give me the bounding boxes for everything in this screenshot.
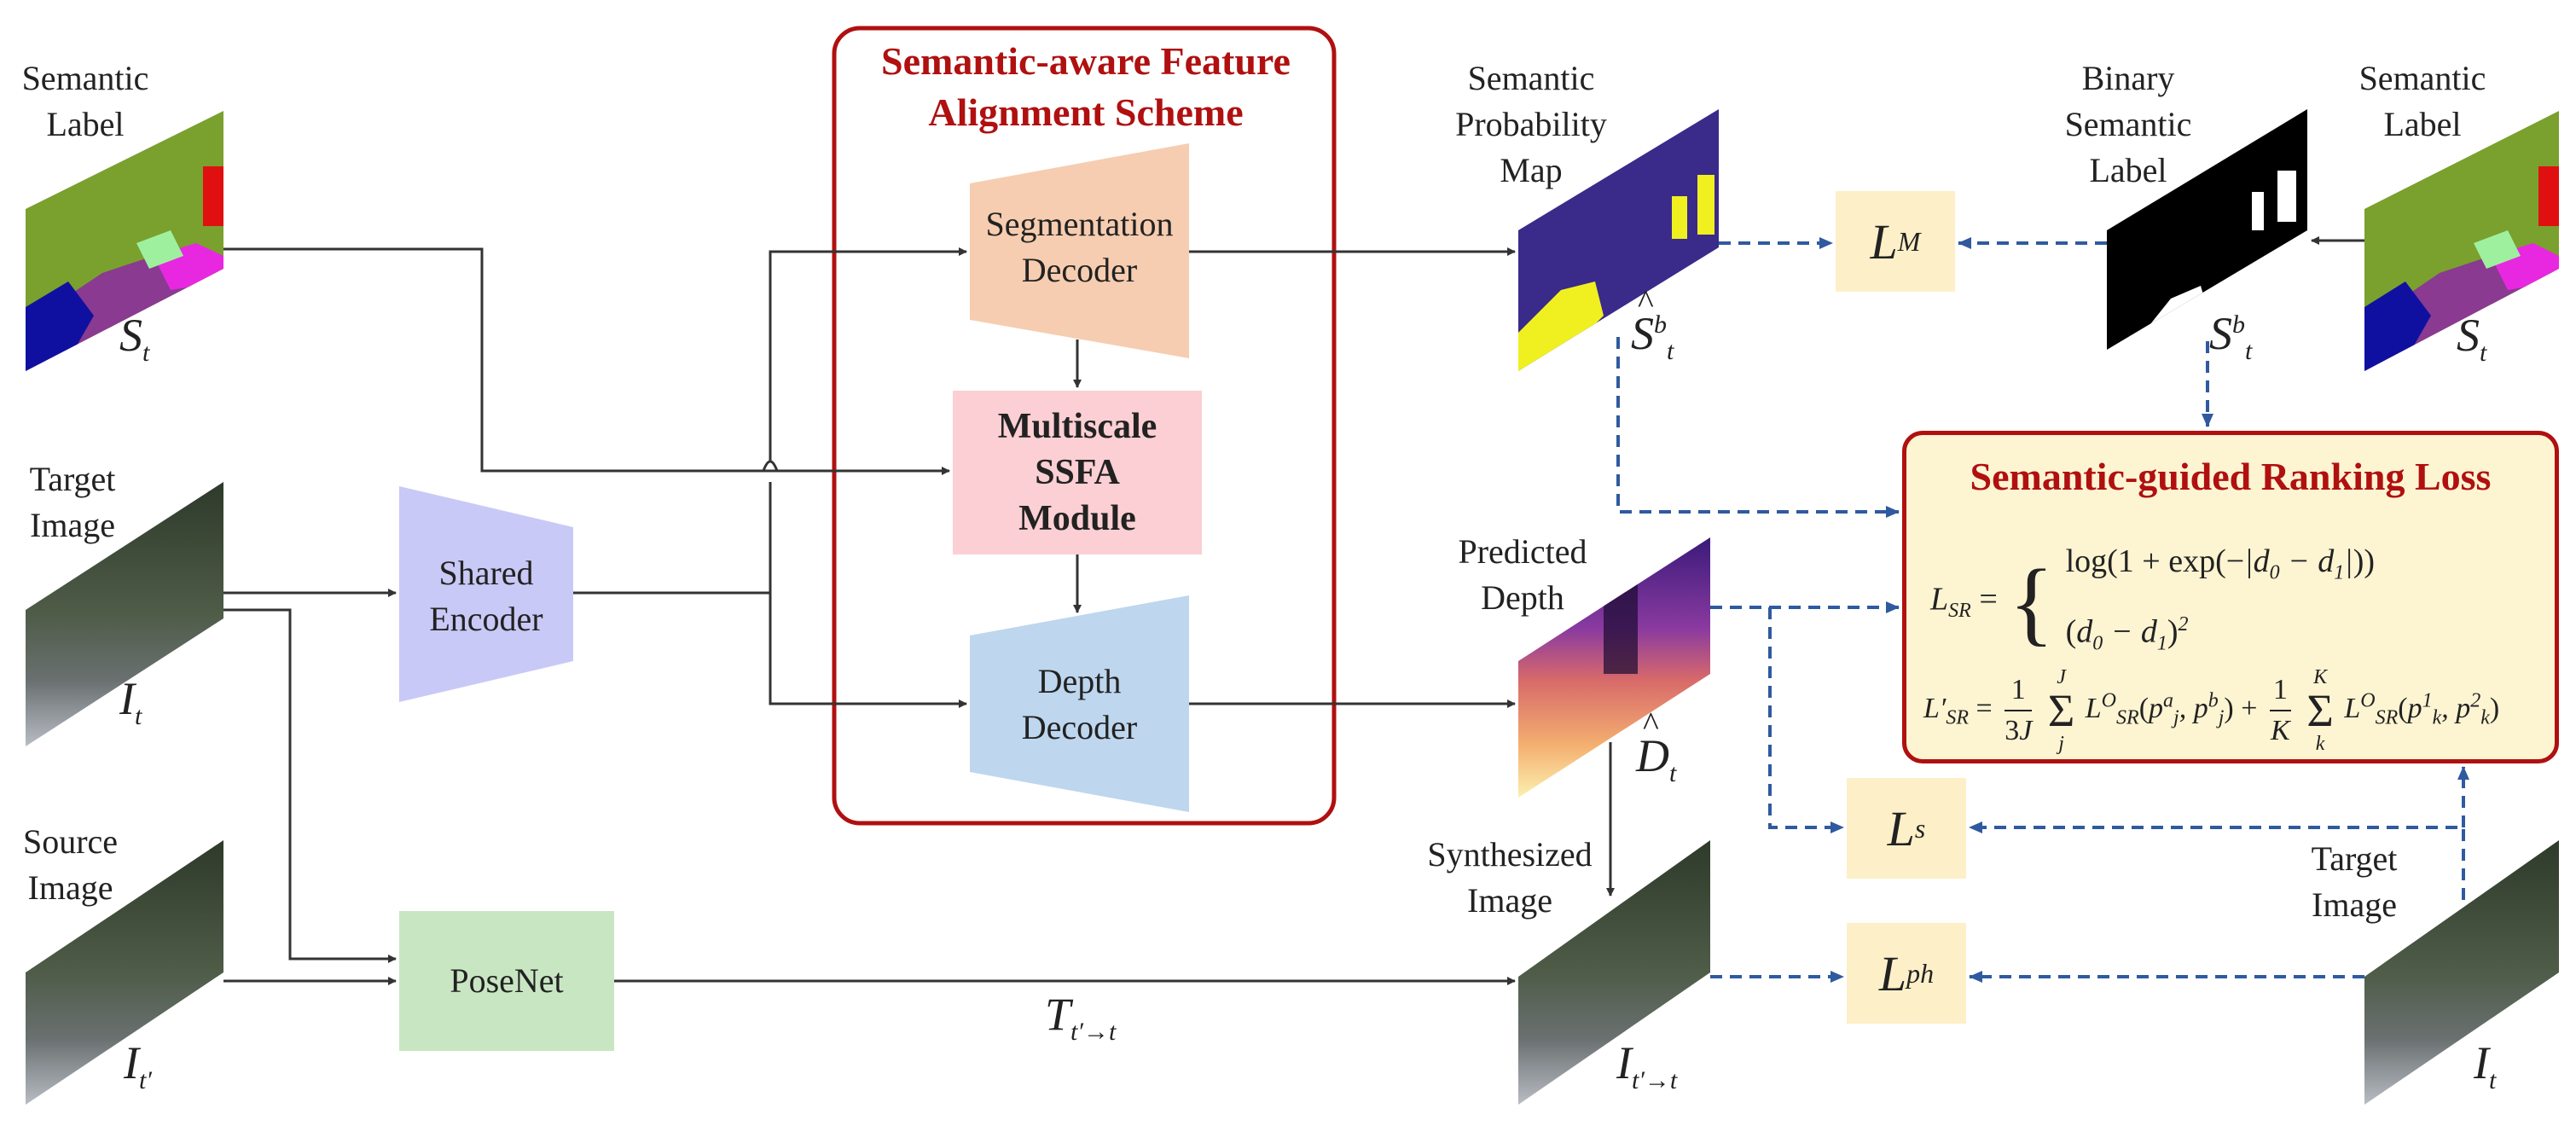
loss-box-m xyxy=(1836,191,1955,292)
depth-decoder-block xyxy=(970,595,1189,812)
ssfa-module-block xyxy=(953,391,1202,554)
segmentation-decoder-block xyxy=(970,143,1189,358)
target-image-right xyxy=(2364,840,2559,1105)
formula-lsr: LSR = { log(1 + exp(−|d0 − d1|)) (d0 − d… xyxy=(1930,543,2376,654)
symbol-s-t-b: Sbt xyxy=(2209,308,2253,365)
loss-box-ph xyxy=(1847,923,1966,1024)
symbol-i-tprime: It′ xyxy=(124,1037,152,1094)
symbol-s-t-right: St xyxy=(2457,310,2487,367)
symbol-i-t-right: It xyxy=(2474,1037,2497,1094)
solid-connectors xyxy=(223,236,2364,985)
symbol-i-t-left: It xyxy=(119,673,142,730)
synthesized-image xyxy=(1518,840,1710,1105)
ranking-loss-title: Semantic-guided Ranking Loss xyxy=(1970,455,2492,498)
shared-encoder-block xyxy=(399,486,573,702)
scheme-frame xyxy=(832,26,1337,826)
source-image-left xyxy=(26,840,223,1105)
posenet-block-shape xyxy=(399,911,614,1051)
dashed-connectors xyxy=(1616,237,2469,983)
symbol-s-t-b-hat: Sbt xyxy=(1631,282,1674,366)
ranking-loss-box: Semantic-guided Ranking Loss LSR = { log… xyxy=(1902,431,2559,763)
symbol-i-tprime-to-t: It′→t xyxy=(1616,1037,1678,1094)
posenet-text: PoseNet xyxy=(450,961,564,1000)
symbol-t-tprime-to-t: Tt′→t xyxy=(1045,989,1117,1046)
symbol-s-t-left: St xyxy=(119,310,150,367)
target-image-left xyxy=(26,482,223,746)
loss-box-s xyxy=(1847,778,1966,879)
symbol-d-t-hat: Dt xyxy=(1636,704,1676,788)
